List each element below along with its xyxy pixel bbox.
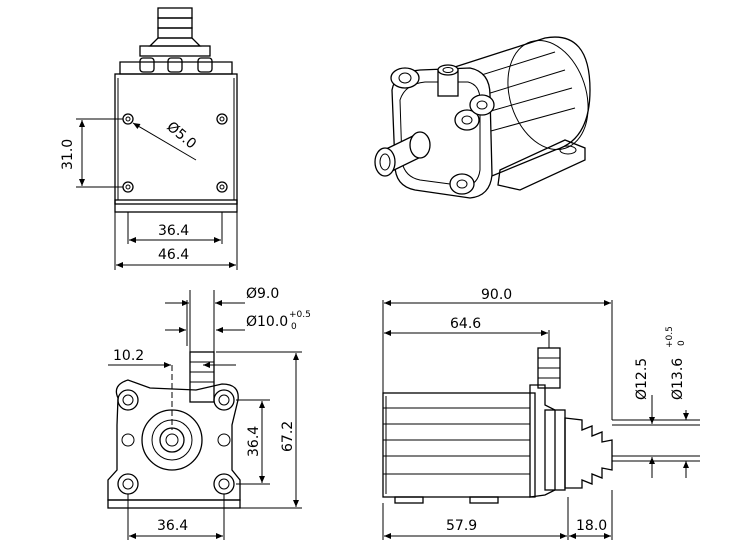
inlet-inner-diameter-label: Ø12.5	[634, 358, 650, 400]
side-view: 90.0 64.6 Ø12.5 Ø13.6 +0.5 0 57.9 18.0	[382, 287, 700, 540]
iso-base-foot	[497, 139, 586, 191]
side-pump-head	[529, 384, 556, 498]
hole-diameter-label: Ø5.0	[163, 119, 199, 153]
total-height-label: 67.2	[280, 421, 296, 452]
body-length-label: 57.9	[446, 518, 477, 534]
outlet-tol-upper: +0.5	[289, 310, 311, 320]
body-to-outlet-label: 64.6	[450, 316, 481, 332]
hole-spacing-label: 31.0	[60, 139, 76, 170]
base-width-label: 36.4	[157, 518, 188, 534]
inlet-outer-diameter-label: Ø13.6	[670, 358, 686, 400]
front-base	[107, 499, 241, 509]
inlet-tol-lower: 0	[677, 340, 687, 346]
side-body	[382, 392, 536, 498]
outlet-tube	[189, 351, 215, 403]
inner-width-label: 36.4	[158, 223, 189, 239]
outlet-diameter-label: Ø9.0	[246, 286, 279, 302]
side-inlet	[564, 417, 613, 489]
hole-diameter-leader	[132, 122, 197, 161]
front-mount-ears	[117, 389, 235, 495]
front-view: Ø9.0 Ø10.0 +0.5 0 10.2 36.4 67.2 36.4	[107, 286, 311, 540]
outer-width-label: 46.4	[158, 247, 189, 263]
front-housing	[107, 379, 241, 501]
total-length-label: 90.0	[481, 287, 512, 303]
iso-outlet-icon	[437, 64, 459, 97]
top-view-base	[114, 199, 238, 213]
outlet-offset-label: 10.2	[113, 348, 144, 364]
motor-housing	[429, 36, 591, 186]
inlet-tol-upper: +0.5	[665, 326, 675, 348]
outlet-barb-top	[139, 7, 211, 57]
outlet-tol-lower: 0	[291, 322, 297, 332]
inlet-length-label: 18.0	[576, 518, 607, 534]
iso-inlet-icon	[374, 131, 431, 177]
isometric-view	[374, 36, 591, 199]
top-view: Ø5.0 31.0 36.4 46.4	[60, 7, 238, 270]
iso-mount-ears	[390, 67, 495, 195]
mount-spacing-label: 36.4	[246, 426, 262, 457]
top-view-body	[114, 73, 238, 205]
outlet-outer-diameter-label: Ø10.0	[246, 314, 288, 330]
